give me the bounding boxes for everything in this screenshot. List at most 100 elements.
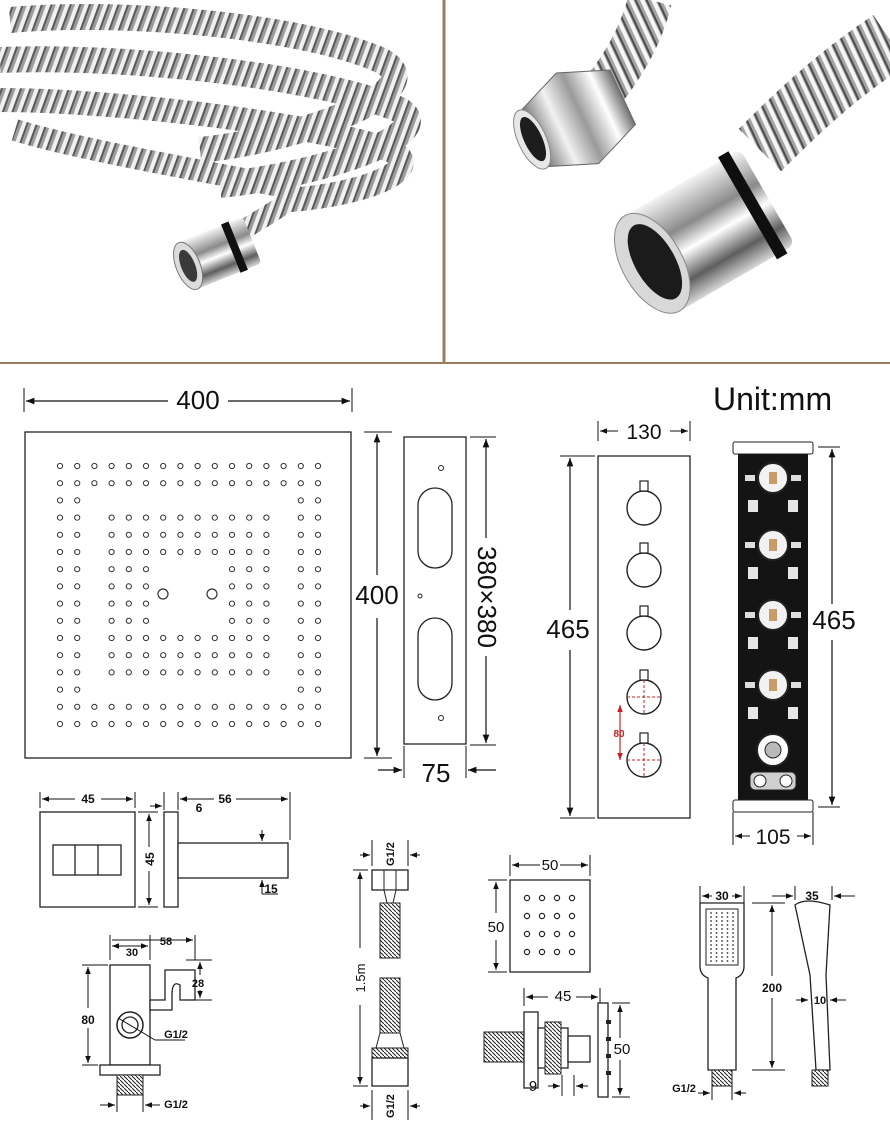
shower-head-width-label: 400 [176,385,219,415]
nozzle-hole [160,703,167,710]
jet-hole [553,948,561,956]
handheld-hole [732,924,734,926]
jet-width-label: 50 [542,857,559,874]
nozzle-hole [297,514,304,521]
nozzle-hole [142,669,150,676]
nozzle-hole [142,462,150,470]
jet-hole [538,894,546,902]
nozzle-hole [314,480,322,487]
handheld-hole [732,944,734,946]
jet-hole [538,948,546,956]
valve-lug [788,707,798,719]
cartridge-spindle [769,609,777,621]
nozzle-hole [160,652,167,659]
nozzle-hole [228,703,236,710]
handheld-hole [715,912,718,914]
nozzle-hole [211,514,218,521]
nozzle-hole [177,669,184,676]
handheld-hole [726,912,729,914]
panel-width-label: 130 [626,421,661,444]
nozzle-hole [314,462,322,470]
nozzle-hole [125,583,132,590]
handheld-hole [726,936,729,938]
jet-side-width-label: 45 [555,988,572,1005]
nozzle-hole [125,634,132,642]
valve-lug [748,637,758,649]
nozzle-hole [263,652,270,659]
nozzle-hole [263,514,270,521]
nozzle-hole [108,634,115,642]
jet-side-nozzle [606,1071,611,1075]
nozzle-hole [56,703,64,710]
shower-arm-view: 45 45 56 6 15 [39,792,291,908]
nozzle-hole [142,600,150,607]
nozzle-hole [74,617,81,624]
handheld-hole [726,940,729,942]
nozzle-hole [297,462,304,470]
nozzle-hole [280,703,287,710]
shower-head-front-view: 400 400 [23,385,399,759]
nozzle-hole [160,531,167,538]
valve-lug [788,567,798,579]
nozzle-hole [297,531,304,538]
nozzle-hole [263,600,270,607]
nozzle-hole [108,548,115,556]
nozzle-hole [108,703,115,710]
handheld-hole [732,916,734,918]
nozzle-hole [177,480,184,487]
nozzle-hole [142,514,150,521]
handheld-hole [726,924,729,926]
nozzle-hole [228,462,236,470]
shower-head-height-label: 400 [355,580,398,610]
handheld-hole [721,936,723,938]
center-nozzle [206,588,218,600]
nozzle-hole [228,600,236,607]
arm-flange-height-label: 45 [143,852,157,866]
nozzle-hole [160,514,167,521]
nozzle-hole [56,652,64,659]
jet-hole [538,912,546,920]
wall-holder-view: 30 58 28 80 G1/2 G1/2 [81,935,212,1112]
nozzle-hole [56,583,64,590]
nozzle-hole [297,617,304,624]
nozzle-hole [91,720,98,728]
handheld-hole [726,916,729,918]
nozzle-hole [194,703,201,710]
handheld-hole [726,928,729,930]
nozzle-hole [246,583,253,590]
holder-height-label: 80 [81,1013,95,1027]
nozzle-hole [125,548,132,556]
nozzle-hole [56,462,64,470]
hose-length-label: 1.5m [353,964,368,993]
handheld-hole [715,956,718,958]
nozzle-hole [125,652,132,659]
nozzle-hole [125,669,132,676]
nozzle-hole [314,600,322,607]
jet-side-nozzle [606,1054,611,1058]
jet-hole [553,930,561,938]
nozzle-hole [177,634,184,642]
nozzle-hole [74,600,81,607]
nozzle-hole [211,652,218,659]
nozzle-hole [108,669,115,676]
knob-stem [639,542,649,554]
jet-side-nozzle [606,1020,611,1024]
nozzle-hole [246,617,253,624]
handheld-hole [715,960,718,962]
center-nozzle [157,588,169,600]
nozzle-hole [74,566,81,573]
handheld-hole [721,948,723,950]
nozzle-hole [211,720,218,728]
nozzle-hole [142,634,150,642]
nozzle-hole [297,480,304,487]
handheld-hole [726,932,729,934]
nozzle-hole [297,583,304,590]
nozzle-grid [56,462,322,728]
nozzle-hole [246,548,253,556]
nozzle-hole [56,600,64,607]
handheld-hole [721,912,723,914]
valve-port [791,475,801,481]
nozzle-hole [177,548,184,556]
nozzle-hole [246,703,253,710]
